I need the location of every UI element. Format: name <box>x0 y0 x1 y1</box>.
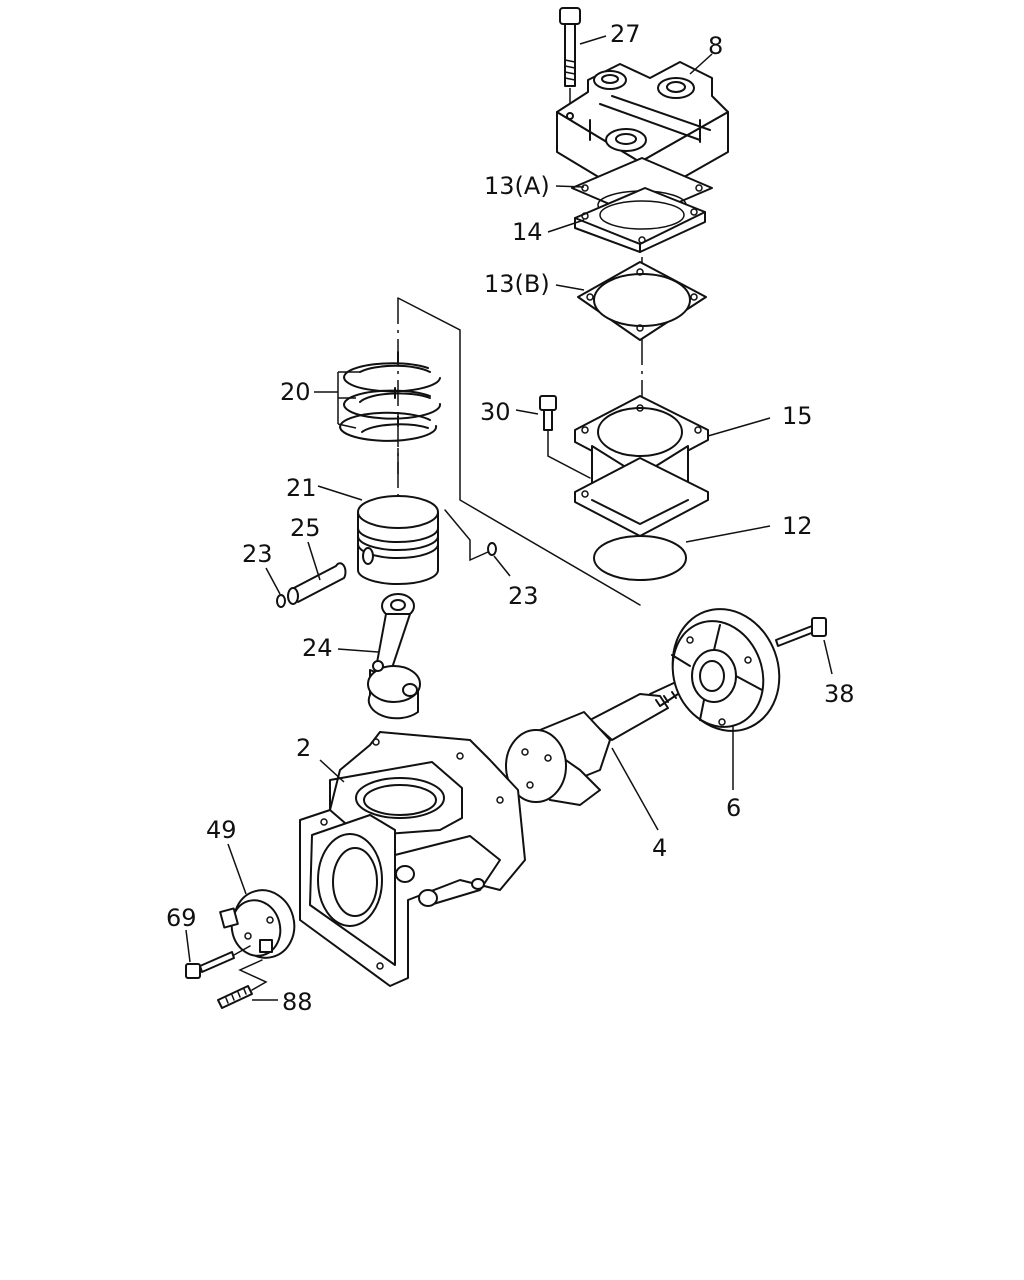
bolt-30 <box>539 395 591 479</box>
label-2: 2 <box>296 734 311 762</box>
label-4: 4 <box>652 834 667 862</box>
label-88: 88 <box>282 988 313 1016</box>
cylinder-block-15 <box>574 395 709 537</box>
cover-49 <box>219 889 296 959</box>
callout-labels: 27 8 13(A) 14 13(B) 20 30 15 21 12 25 23… <box>166 20 855 1016</box>
label-13a: 13(A) <box>484 172 550 200</box>
label-6: 6 <box>726 794 741 822</box>
pulley-6 <box>671 608 781 732</box>
piston-rings-20 <box>339 351 442 475</box>
label-15: 15 <box>782 402 813 430</box>
label-27: 27 <box>610 20 641 48</box>
label-12: 12 <box>782 512 813 540</box>
label-38: 38 <box>824 680 855 708</box>
snap-ring-23-left <box>276 594 286 608</box>
bolt-38 <box>775 617 827 647</box>
label-23-left: 23 <box>242 540 273 568</box>
label-23-right: 23 <box>508 582 539 610</box>
label-14: 14 <box>512 218 543 246</box>
label-25: 25 <box>290 514 321 542</box>
piston-pin-25 <box>287 562 347 605</box>
label-13b: 13(B) <box>484 270 550 298</box>
label-24: 24 <box>302 634 333 662</box>
leader-lines <box>185 35 833 1001</box>
plate-14 <box>574 187 706 253</box>
piston-21 <box>357 495 439 585</box>
label-20: 20 <box>280 378 311 406</box>
label-21: 21 <box>286 474 317 502</box>
label-49: 49 <box>206 816 237 844</box>
gasket-13b <box>577 261 707 341</box>
label-8: 8 <box>708 32 723 60</box>
connecting-rod-24 <box>367 593 421 720</box>
stud-88 <box>217 959 268 1009</box>
label-30: 30 <box>480 398 511 426</box>
crankshaft-4 <box>505 681 685 806</box>
label-69: 69 <box>166 904 197 932</box>
crankcase-2 <box>299 731 526 987</box>
bolt-69 <box>185 945 251 979</box>
o-ring-12 <box>593 535 687 581</box>
snap-ring-23-right <box>487 542 497 556</box>
